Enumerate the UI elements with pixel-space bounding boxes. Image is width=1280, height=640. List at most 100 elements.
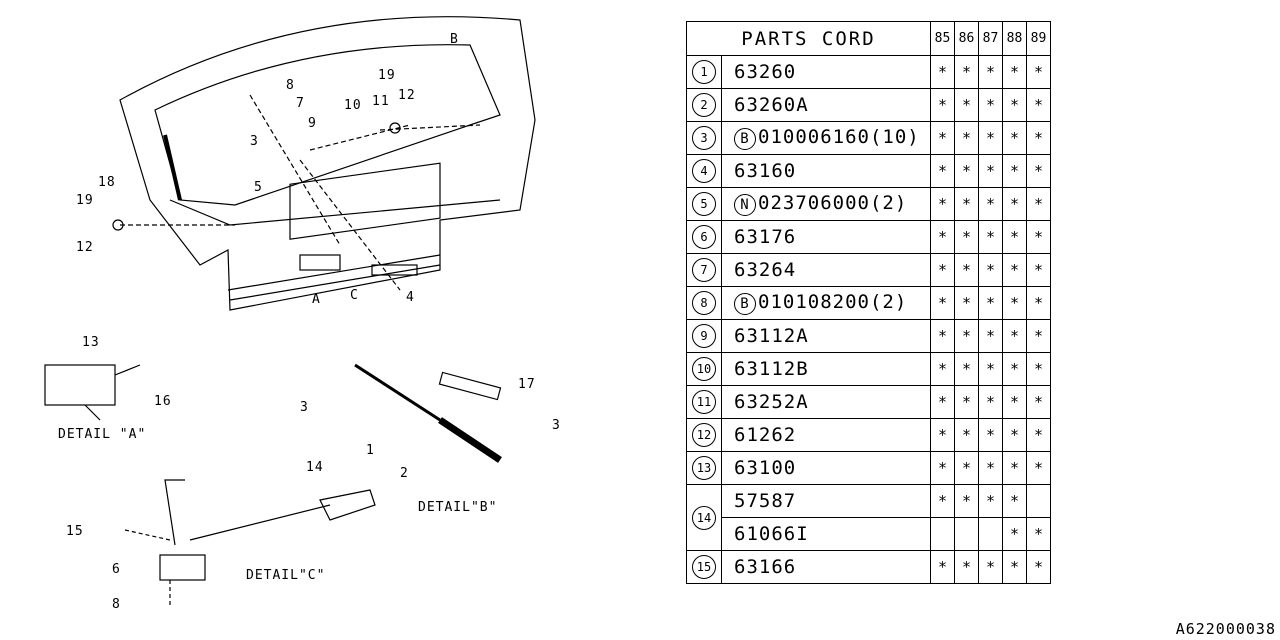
year-mark: * (1002, 220, 1027, 254)
year-mark: * (1002, 55, 1027, 89)
year-mark: * (978, 220, 1003, 254)
year-mark: * (954, 550, 979, 584)
year-mark (1026, 484, 1051, 518)
part-number-cell: 4 (686, 154, 722, 188)
part-code-cell: 57587 (721, 484, 931, 518)
year-mark: * (954, 154, 979, 188)
year-88: 88 (1002, 21, 1027, 56)
part-code-cell: 63260A (721, 88, 931, 122)
year-mark: * (1002, 253, 1027, 287)
year-mark: * (930, 352, 955, 386)
year-mark: * (954, 385, 979, 419)
part-code-cell: 63112B (721, 352, 931, 386)
part-number-cell: 5 (686, 187, 722, 221)
part-code: 61066I (734, 523, 809, 545)
year-mark: * (978, 319, 1003, 353)
year-mark: * (954, 187, 979, 221)
label-9: 9 (308, 116, 317, 131)
part-number: 13 (692, 456, 716, 480)
year-mark: * (1002, 418, 1027, 452)
part-code-cell: 61262 (721, 418, 931, 452)
part-number-cell: 3 (686, 121, 722, 155)
part-prefix-badge: B (734, 128, 756, 150)
label-12b: 12 (76, 240, 94, 255)
year-mark: * (930, 88, 955, 122)
year-mark: * (930, 418, 955, 452)
detail-c: DETAIL"C" (246, 568, 326, 583)
year-mark: * (1002, 154, 1027, 188)
label-1: 1 (366, 443, 375, 458)
label-19: 19 (378, 68, 396, 83)
year-mark: * (1002, 187, 1027, 221)
part-code: 63264 (734, 259, 797, 281)
part-prefix-badge: B (734, 293, 756, 315)
label-3: 3 (250, 134, 259, 149)
label-2: 2 (400, 466, 409, 481)
part-number: 8 (692, 291, 716, 315)
part-code: 61262 (734, 424, 797, 446)
year-mark: * (978, 286, 1003, 320)
year-mark: * (930, 55, 955, 89)
diagram-id: A622000038 (1175, 620, 1276, 638)
part-number: 12 (692, 423, 716, 447)
year-87: 87 (978, 21, 1003, 56)
part-code-cell: 61066I (721, 517, 931, 551)
year-mark (978, 517, 1003, 551)
part-number-cell: 8 (686, 286, 722, 320)
year-mark: * (1002, 517, 1027, 551)
year-mark: * (930, 121, 955, 155)
year-mark: * (1026, 253, 1051, 287)
label-13: 13 (82, 335, 100, 350)
part-code: 63100 (734, 457, 797, 479)
part-number: 4 (692, 159, 716, 183)
year-mark: * (930, 319, 955, 353)
part-number: 6 (692, 225, 716, 249)
year-mark: * (978, 451, 1003, 485)
part-code: 63176 (734, 226, 797, 248)
label-A: A (312, 292, 321, 307)
year-mark: * (930, 451, 955, 485)
part-number: 14 (692, 505, 716, 530)
year-mark: * (954, 352, 979, 386)
part-number-cell: 7 (686, 253, 722, 287)
part-number-cell: 13 (686, 451, 722, 485)
year-mark (930, 517, 955, 551)
part-code-cell: 63100 (721, 451, 931, 485)
part-number-cell: 15 (686, 550, 722, 584)
year-mark: * (954, 55, 979, 89)
label-5: 5 (254, 180, 263, 195)
part-number-cell: 6 (686, 220, 722, 254)
year-mark: * (1026, 517, 1051, 551)
year-mark: * (954, 451, 979, 485)
part-code: 63112B (734, 358, 809, 380)
label-B: B (450, 32, 459, 47)
table-row: 61066I ** (687, 517, 1051, 551)
year-mark: * (978, 121, 1003, 155)
label-14: 14 (306, 460, 324, 475)
part-code-cell: 63264 (721, 253, 931, 287)
part-code: 63160 (734, 160, 797, 182)
year-mark: * (978, 352, 1003, 386)
year-mark: * (1026, 55, 1051, 89)
part-number: 15 (692, 555, 716, 579)
part-number-cell: 9 (686, 319, 722, 353)
part-number: 11 (692, 390, 716, 414)
year-89: 89 (1026, 21, 1051, 56)
year-mark: * (930, 286, 955, 320)
year-mark: * (930, 385, 955, 419)
year-mark: * (1026, 88, 1051, 122)
year-mark: * (1002, 286, 1027, 320)
part-number-cell: 12 (686, 418, 722, 452)
year-mark: * (978, 484, 1003, 518)
year-mark: * (1026, 286, 1051, 320)
